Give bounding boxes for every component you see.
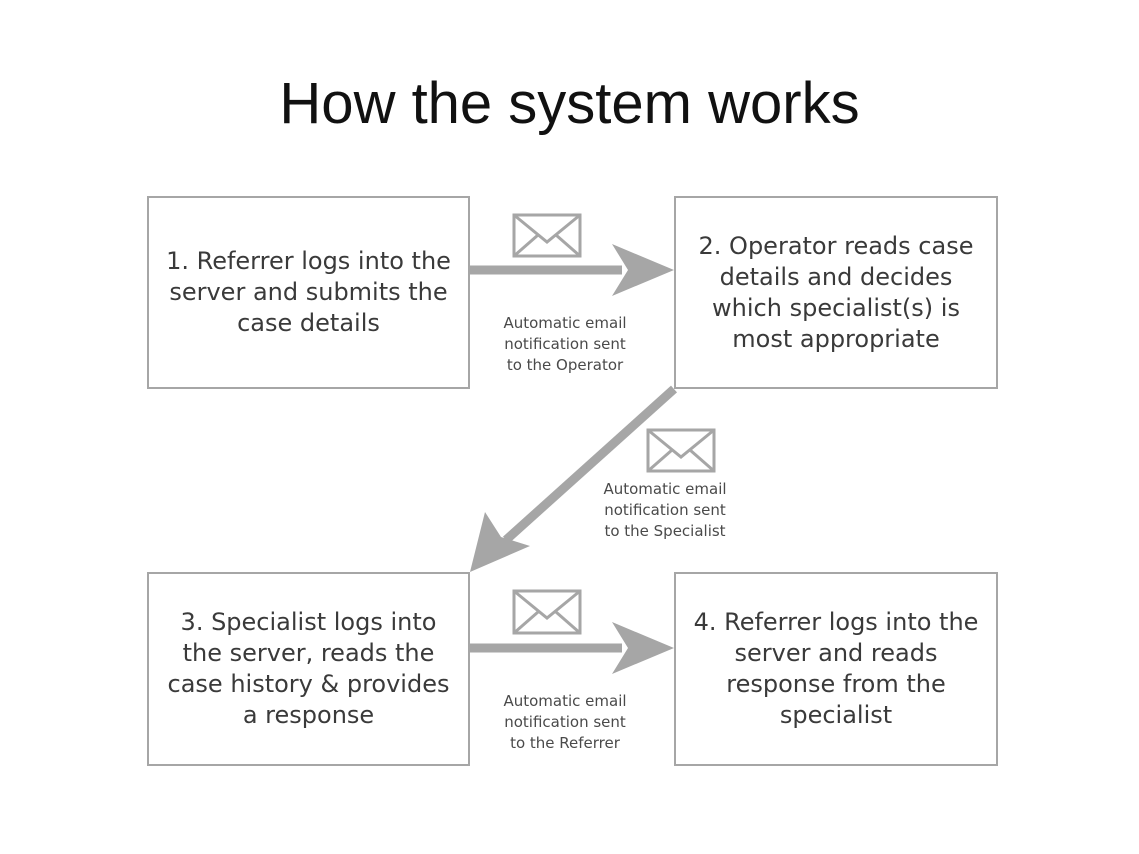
notification-line: to the Operator (506, 356, 624, 374)
arrow-2-icon (470, 385, 678, 572)
notification-line: Automatic email (503, 692, 627, 710)
step-2-text: 2. Operator reads case details and decid… (698, 231, 974, 353)
step-4-box: 4. Referrer logs into the server and rea… (674, 572, 998, 766)
page-title: How the system works (279, 71, 860, 136)
notification-operator: Automatic email notification sent to the… (480, 313, 650, 376)
step-4-text: 4. Referrer logs into the server and rea… (693, 608, 979, 729)
step-1-text: 1. Referrer logs into the server and sub… (166, 247, 451, 337)
envelope-icon (646, 428, 716, 473)
notification-line: notification sent (604, 501, 726, 519)
envelope-icon (512, 589, 582, 635)
notification-specialist: Automatic email notification sent to the… (580, 479, 750, 542)
notification-referrer: Automatic email notification sent to the… (480, 691, 650, 754)
notification-line: to the Specialist (604, 522, 726, 540)
notification-line: to the Referrer (510, 734, 620, 752)
notification-line: Automatic email (503, 314, 627, 332)
notification-line: notification sent (504, 335, 626, 353)
step-2-box: 2. Operator reads case details and decid… (674, 196, 998, 389)
notification-line: Automatic email (603, 480, 727, 498)
arrow-3-icon (470, 622, 674, 674)
step-1-box: 1. Referrer logs into the server and sub… (147, 196, 470, 389)
step-3-box: 3. Specialist logs into the server, read… (147, 572, 470, 766)
notification-line: notification sent (504, 713, 626, 731)
arrow-1-icon (470, 244, 674, 296)
envelope-icon (512, 213, 582, 258)
step-3-text: 3. Specialist logs into the server, read… (167, 608, 450, 729)
